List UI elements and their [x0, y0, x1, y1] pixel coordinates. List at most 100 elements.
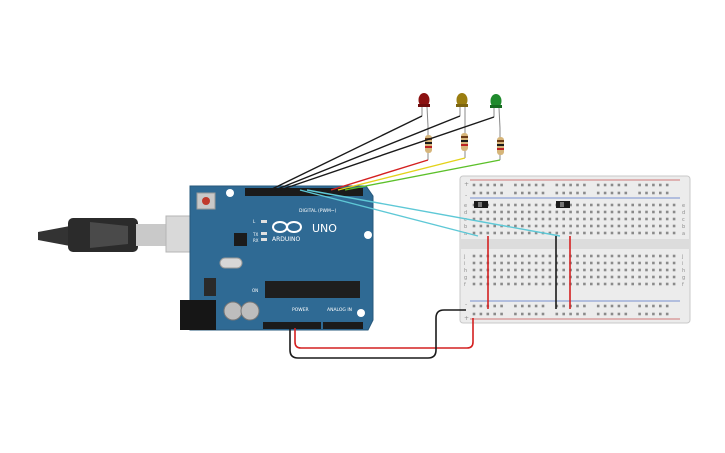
breadboard-hole	[672, 254, 676, 258]
breadboard-hole	[610, 275, 614, 279]
breadboard-hole	[541, 304, 545, 308]
breadboard-hole	[514, 183, 517, 187]
breadboard-hole	[493, 254, 496, 258]
breadboard-hole	[603, 203, 607, 207]
breadboard-hole	[652, 275, 655, 279]
breadboard-hole	[596, 268, 600, 272]
breadboard-hole	[672, 231, 676, 235]
breadboard-hole	[645, 183, 648, 187]
breadboard-hole	[569, 231, 572, 235]
breadboard-hole	[527, 231, 531, 235]
model-label: UNO	[312, 222, 337, 235]
breadboard-hole	[596, 312, 600, 316]
breadboard-hole	[514, 312, 517, 316]
breadboard-hole	[583, 224, 586, 228]
breadboard-hole	[555, 210, 559, 214]
breadboard-hole	[617, 254, 621, 258]
breadboard-hole	[541, 268, 545, 272]
breadboard-hole	[638, 275, 641, 279]
breadboard-hole	[521, 210, 524, 214]
breadboard-hole	[583, 261, 586, 265]
usb-grip	[90, 222, 128, 248]
breadboard-hole	[548, 268, 552, 272]
breadboard-hole	[645, 261, 648, 265]
breadboard-hole	[500, 312, 503, 316]
usb-strain-relief	[38, 226, 70, 246]
breadboard-hole	[583, 217, 586, 221]
led-red	[418, 93, 430, 127]
breadboard-hole	[534, 203, 538, 207]
breadboard-hole	[624, 183, 628, 187]
breadboard-hole	[659, 282, 662, 286]
voltage-regulator	[204, 278, 216, 296]
breadboard-hole	[590, 210, 593, 214]
breadboard-hole	[562, 268, 565, 272]
digital-header	[245, 188, 363, 196]
breadboard-hole	[479, 304, 483, 308]
breadboard-hole	[534, 191, 538, 195]
breadboard-hole	[603, 210, 607, 214]
breadboard-hole	[617, 304, 621, 308]
breadboard-hole	[548, 203, 552, 207]
breadboard-hole	[479, 261, 483, 265]
switch-1-knob[interactable]	[478, 202, 482, 207]
breadboard-hole	[624, 231, 628, 235]
breadboard-hole	[521, 217, 524, 221]
breadboard-hole	[534, 210, 538, 214]
breadboard-hole	[610, 224, 614, 228]
breadboard-hole	[659, 304, 662, 308]
breadboard-hole	[638, 210, 641, 214]
breadboard-hole	[479, 231, 483, 235]
breadboard-hole	[603, 217, 607, 221]
breadboard-hole	[652, 312, 655, 316]
breadboard-hole	[527, 191, 531, 195]
breadboard-hole	[472, 312, 476, 316]
mounting-hole	[364, 231, 372, 239]
breadboard-hole	[603, 261, 607, 265]
breadboard-hole	[541, 275, 545, 279]
breadboard-hole	[624, 282, 628, 286]
breadboard-hole	[493, 231, 496, 235]
breadboard-hole	[514, 268, 517, 272]
breadboard-hole	[514, 217, 517, 221]
breadboard-hole	[631, 217, 634, 221]
breadboard-hole	[624, 275, 628, 279]
breadboard-hole	[617, 282, 621, 286]
analog-label: ANALOG IN	[327, 307, 352, 313]
breadboard-hole	[665, 268, 669, 272]
breadboard-hole	[500, 183, 503, 187]
breadboard-hole	[548, 217, 552, 221]
breadboard-hole	[576, 217, 579, 221]
crystal	[219, 257, 243, 269]
breadboard-hole	[665, 203, 669, 207]
breadboard-hole	[645, 254, 648, 258]
breadboard-hole	[645, 268, 648, 272]
wire-ground-led-yellow	[274, 115, 461, 191]
breadboard-hole	[659, 217, 662, 221]
breadboard-hole	[534, 224, 538, 228]
breadboard-hole	[541, 312, 545, 316]
wire-gnd	[289, 309, 466, 359]
breadboard-hole	[596, 183, 600, 187]
breadboard-hole	[596, 282, 600, 286]
breadboard-hole	[527, 275, 531, 279]
wire-ground-led-green	[279, 116, 495, 191]
breadboard-hole	[479, 191, 483, 195]
breadboard-hole	[617, 231, 621, 235]
breadboard-hole	[500, 304, 503, 308]
breadboard-hole	[534, 254, 538, 258]
breadboard-row-letter: a	[682, 231, 685, 237]
switch-2-knob[interactable]	[560, 202, 564, 207]
breadboard-hole	[652, 191, 655, 195]
breadboard-hole	[665, 210, 669, 214]
reset-button-cap[interactable]	[202, 197, 210, 205]
breadboard-hole	[548, 231, 552, 235]
breadboard-hole	[521, 312, 524, 316]
breadboard-hole	[479, 210, 483, 214]
breadboard-row-letter: b	[682, 224, 685, 230]
resistor-2	[461, 126, 468, 158]
breadboard-hole	[624, 224, 628, 228]
rx-label: RX	[253, 238, 259, 243]
